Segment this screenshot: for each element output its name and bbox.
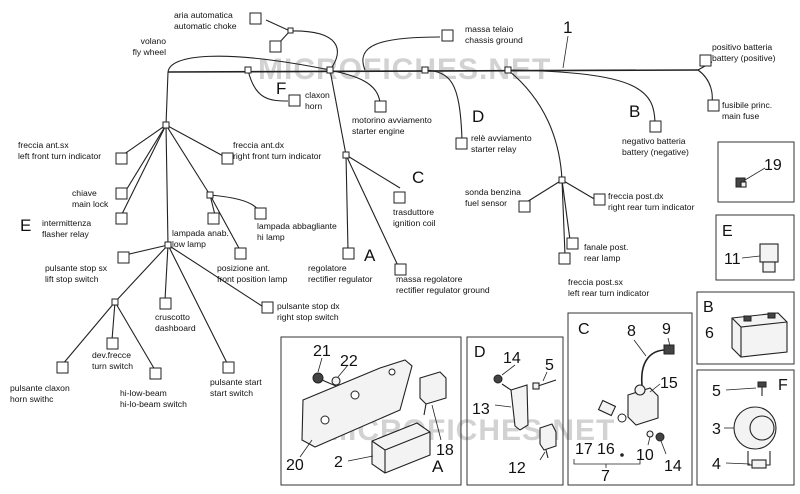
detail-box-B: B 6 xyxy=(696,291,795,365)
label-fusibile: fusibile princ.main fuse xyxy=(722,100,772,121)
detail-box-A: A 21 22 18 20 2 xyxy=(280,336,462,486)
boxC-ref-15: 15 xyxy=(660,375,678,392)
boxA-ref-21: 21 xyxy=(313,343,331,360)
section-letter-F: F xyxy=(276,79,286,98)
boxC-ref-10: 10 xyxy=(636,447,654,464)
boxC-ref-8: 8 xyxy=(627,323,636,340)
section-letter-B: B xyxy=(629,102,640,121)
boxE-ref-11: 11 xyxy=(724,251,741,268)
boxE-letter: E xyxy=(722,223,733,240)
harness-wires xyxy=(61,19,713,371)
detail-box-F: F 5 3 4 xyxy=(696,369,795,486)
boxD-letter: D xyxy=(474,344,486,361)
section-letter-D: D xyxy=(472,107,484,126)
boxB-ref-6: 6 xyxy=(705,325,714,342)
boxC-ref-14: 14 xyxy=(664,458,682,475)
boxD-ref-12: 12 xyxy=(508,460,526,477)
boxC-ref-16: 16 xyxy=(597,441,615,458)
section-letters: F D B C E A xyxy=(20,79,640,265)
label-posizione: posizione ant.front position lamp xyxy=(217,263,287,284)
box19-ref-19: 19 xyxy=(764,157,782,174)
detail-box-19: 19 xyxy=(717,141,795,203)
boxD-ref-5: 5 xyxy=(545,357,554,374)
boxC-letter: C xyxy=(578,321,590,338)
detail-box-E: E 11 xyxy=(715,214,795,281)
boxB-letter: B xyxy=(703,299,714,316)
section-letter-A: A xyxy=(364,246,376,265)
boxD-ref-14: 14 xyxy=(503,350,521,367)
boxC-ref-7: 7 xyxy=(601,468,610,485)
boxF-ref-4: 4 xyxy=(712,456,721,473)
label-fanale: fanale post.rear lamp xyxy=(584,242,628,263)
boxA-ref-2: 2 xyxy=(334,454,343,471)
detail-box-D: D 14 5 13 12 xyxy=(466,336,564,486)
boxA-ref-20: 20 xyxy=(286,457,304,474)
section-letter-C: C xyxy=(412,168,424,187)
boxF-letter: F xyxy=(778,377,788,394)
junction-nodes xyxy=(111,27,566,306)
boxC-ref-17: 17 xyxy=(575,441,593,458)
label-lamp-anab: lampada anab.low lamp xyxy=(172,228,229,249)
boxA-ref-18: 18 xyxy=(436,442,454,459)
section-letter-E: E xyxy=(20,216,31,235)
connector-boxes xyxy=(56,12,720,380)
boxC-ref-9: 9 xyxy=(662,321,671,338)
watermark-top: MICROFICHES.NET xyxy=(258,53,551,86)
main-ref-1: 1 xyxy=(563,18,572,37)
boxF-ref-5: 5 xyxy=(712,383,721,400)
boxA-ref-22: 22 xyxy=(340,353,358,370)
boxF-ref-3: 3 xyxy=(712,421,721,438)
boxA-letter: A xyxy=(432,457,444,476)
detail-box-C: C 8 9 15 17 16 10 14 7 xyxy=(567,312,693,486)
boxD-ref-13: 13 xyxy=(472,401,490,418)
